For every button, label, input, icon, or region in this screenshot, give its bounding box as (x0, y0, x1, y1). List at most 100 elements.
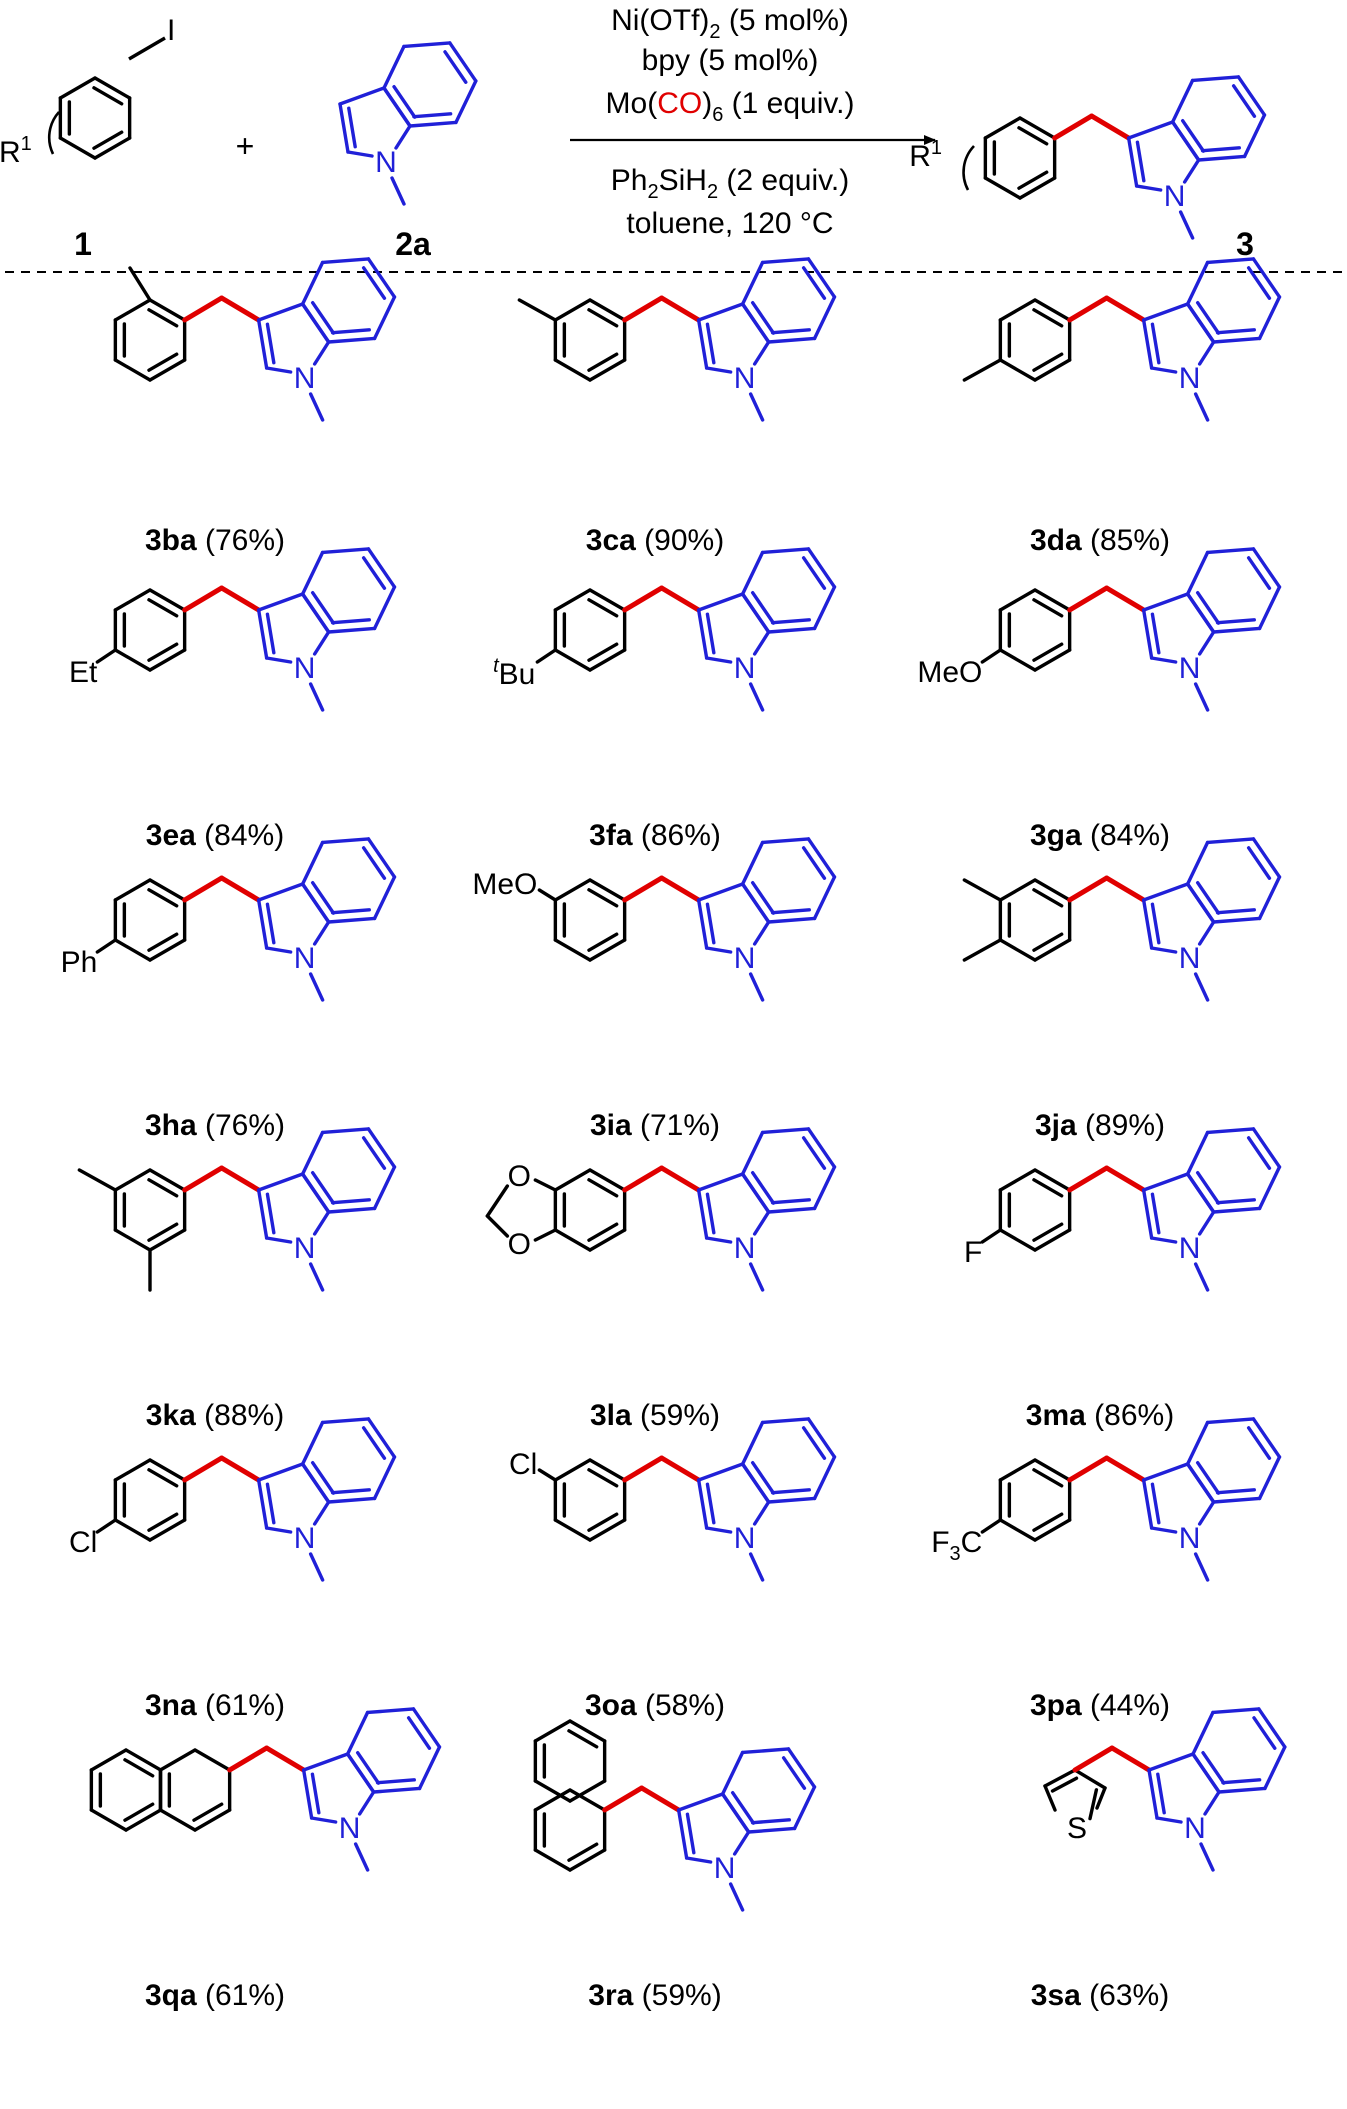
bond (704, 656, 733, 664)
bond (752, 340, 771, 366)
bond (740, 1462, 771, 1504)
bond (696, 302, 745, 322)
new-cc-bond (1104, 585, 1147, 613)
bond (1170, 78, 1195, 124)
general-product-structure: NR1 (909, 75, 1267, 240)
bond (1257, 1165, 1282, 1211)
bond (1141, 592, 1190, 612)
bond (587, 352, 619, 372)
bond (1197, 630, 1216, 656)
product-yield: (71%) (632, 1109, 720, 1142)
bond (553, 1518, 592, 1542)
substituent-label: F (964, 1236, 982, 1269)
bond (417, 1745, 442, 1791)
nitrogen-label: N (294, 652, 316, 685)
bond (158, 1748, 197, 1772)
new-cc-bond (219, 1165, 262, 1193)
nitrogen-label: N (714, 1852, 736, 1885)
n-methyl-bond (308, 392, 325, 422)
bond (806, 1127, 837, 1169)
bond (1141, 1172, 1190, 1192)
new-cc-bond (1067, 875, 1110, 903)
new-cc-bond (182, 585, 225, 613)
bond (588, 938, 627, 962)
bond (1195, 881, 1221, 915)
bond (1141, 318, 1154, 370)
bond (533, 1178, 558, 1192)
bond (588, 588, 627, 612)
product-structure: N (962, 257, 1282, 422)
bond (372, 585, 397, 631)
bond (1185, 840, 1210, 886)
substituent-label: MeO (472, 868, 537, 901)
bond (148, 648, 187, 672)
bond (448, 41, 478, 83)
bond (684, 1856, 713, 1864)
bond (366, 547, 397, 589)
product-yield: (44%) (1082, 1689, 1170, 1722)
bond (1141, 1478, 1154, 1530)
bond (264, 366, 293, 374)
bond (485, 1214, 510, 1238)
bond (740, 882, 771, 924)
bond (372, 1165, 397, 1211)
bond (1221, 1778, 1262, 1785)
bond (320, 257, 371, 265)
product-yield: (84%) (196, 819, 284, 852)
bond (1205, 1127, 1256, 1135)
nitrogen-label: N (734, 1522, 756, 1555)
bond (113, 648, 152, 672)
oxygen-label: O (508, 1160, 531, 1193)
bond (588, 358, 627, 382)
n-methyl-bond (1193, 392, 1210, 422)
bond (1215, 1198, 1256, 1205)
bond (123, 1758, 155, 1778)
bond (300, 1172, 331, 1214)
bond (998, 1458, 1037, 1482)
n-methyl-bond (748, 1262, 765, 1292)
bond (752, 1500, 771, 1526)
new-cc-bond (182, 1165, 225, 1193)
bond (326, 1496, 377, 1504)
bond (147, 352, 179, 372)
bond (587, 1178, 619, 1198)
bond (1032, 888, 1064, 908)
product-caption: 3ea (84%) (146, 819, 284, 852)
bond (587, 1468, 619, 1488)
bond (371, 1786, 422, 1794)
product-structure: N (517, 257, 837, 422)
bond (1033, 588, 1072, 612)
product-caption: 3qa (61%) (145, 1979, 285, 2012)
bond (781, 1756, 807, 1790)
bond (256, 592, 305, 612)
bond (1141, 898, 1154, 950)
bond (148, 358, 187, 382)
bond (77, 1168, 118, 1192)
bond (533, 1228, 558, 1242)
bond (300, 882, 331, 924)
bond (704, 1526, 733, 1534)
bond (720, 1792, 751, 1834)
n-methyl-bond (1193, 682, 1210, 712)
bond (740, 302, 771, 344)
bond (1251, 837, 1282, 879)
product-caption: 3ca (90%) (586, 524, 724, 557)
bond (1156, 1772, 1166, 1815)
bond (588, 1168, 627, 1192)
bond (998, 1168, 1037, 1192)
bond (443, 50, 468, 84)
bond (310, 1171, 336, 1205)
product-3qa: N 3qa (61%) (89, 1707, 442, 2012)
bond (256, 1478, 269, 1530)
bond (310, 301, 336, 335)
new-cc-bond (622, 875, 665, 903)
product-structure: N (89, 1707, 442, 1872)
bond (720, 1750, 745, 1796)
bond (568, 1779, 607, 1803)
bond (537, 888, 558, 902)
bond (740, 550, 765, 596)
bond (1141, 882, 1190, 902)
